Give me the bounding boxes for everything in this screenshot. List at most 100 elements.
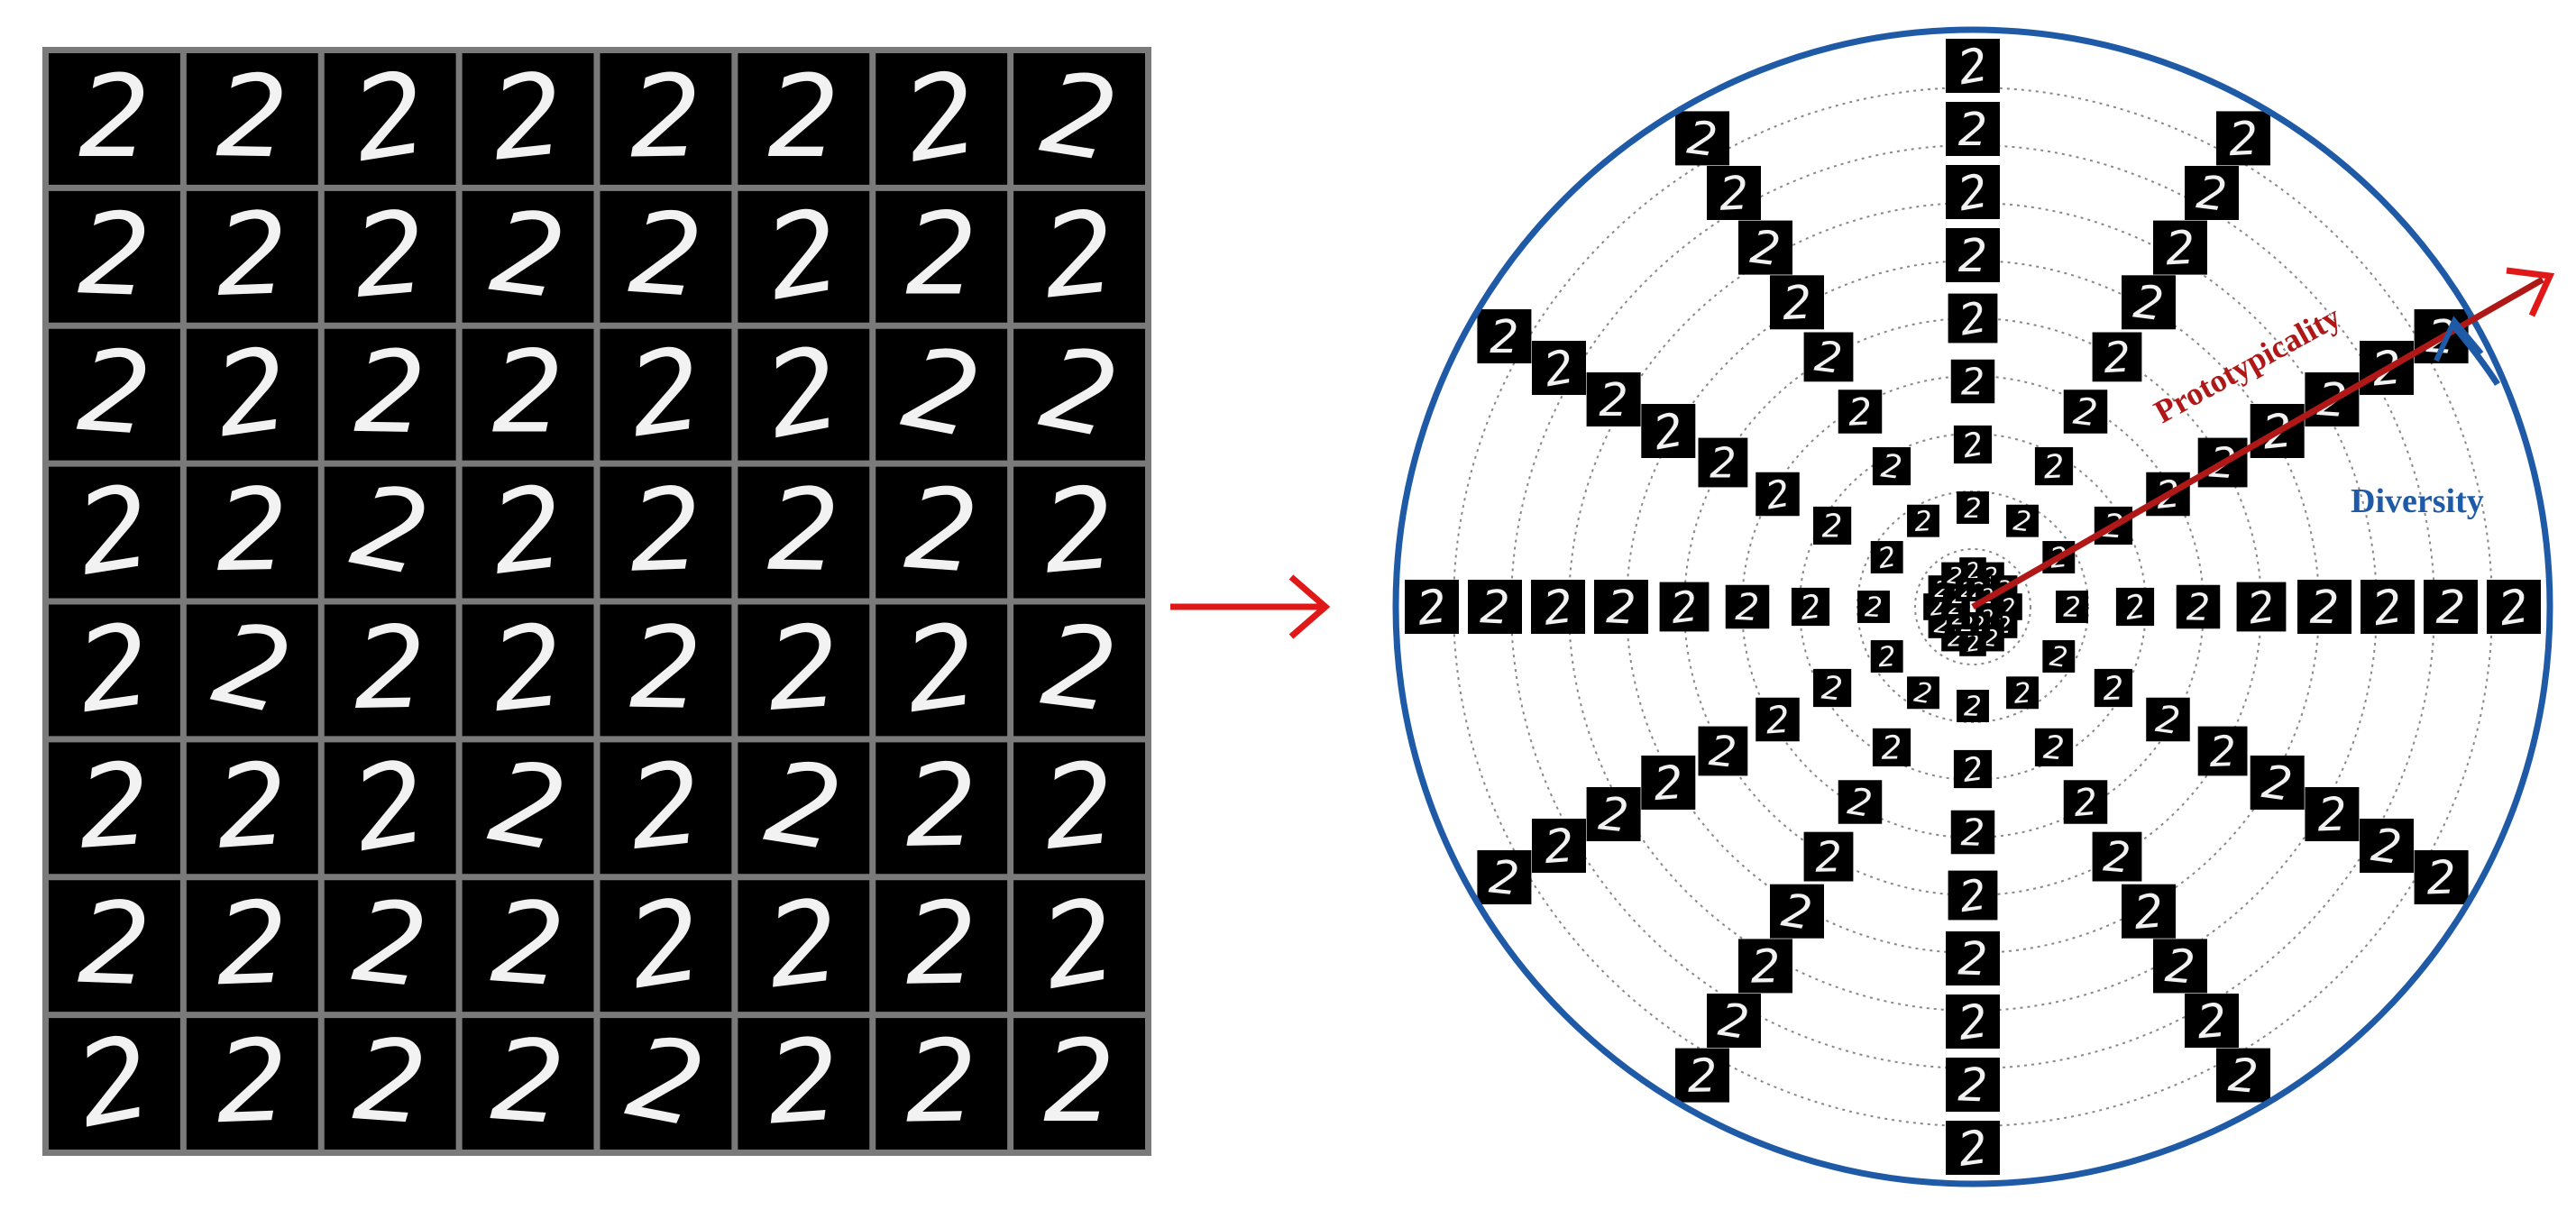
spoke-digit: 2 xyxy=(1948,870,1998,921)
spoke-digit-glyph: 2 xyxy=(1820,670,1844,709)
grid-cell: 2 xyxy=(600,187,732,323)
spoke-digit-glyph: 2 xyxy=(2103,670,2124,708)
spoke-digit-tile xyxy=(1946,165,2000,219)
grid-cell-tile xyxy=(738,604,870,737)
spoke-digit: 2 xyxy=(1946,994,2000,1051)
grid-cell-glyph: 2 xyxy=(78,51,151,183)
spoke-digit-tile xyxy=(2424,580,2478,634)
grid-cell: 2 xyxy=(186,50,318,185)
grid-cell-tile xyxy=(186,880,318,1013)
spoke-digit-tile xyxy=(1791,587,1830,627)
spoke-digit: 2 xyxy=(1870,640,1903,674)
grid-cell: 2 xyxy=(186,738,318,875)
spoke-digit: 2 xyxy=(1675,111,1729,168)
grid-cell: 2 xyxy=(600,463,732,599)
grid-cell-tile xyxy=(600,742,732,875)
grid-cell-glyph: 2 xyxy=(901,463,982,599)
spoke-digit: 2 xyxy=(1813,506,1852,545)
spoke-digit-glyph: 2 xyxy=(1718,167,1749,222)
grid-cell-glyph: 2 xyxy=(628,463,704,598)
spoke-digit-glyph: 2 xyxy=(1781,276,1812,331)
grid-cell-tile xyxy=(186,1018,318,1150)
spoke-digit-glyph: 2 xyxy=(1747,221,1783,278)
spoke-digit: 2 xyxy=(2185,166,2239,223)
grid-cell-glyph: 2 xyxy=(904,739,978,872)
grid-cell: 2 xyxy=(738,51,870,185)
spoke-digit-glyph: 2 xyxy=(1877,641,1897,674)
spoke-digit-glyph: 2 xyxy=(2435,582,2465,636)
spoke-digit-tile xyxy=(1641,404,1696,458)
spoke-digit: 2 xyxy=(2034,446,2074,486)
grid-cell-tile xyxy=(1013,604,1145,737)
diversity-label: Diversity xyxy=(2351,482,2484,520)
spoke-digit-tile xyxy=(1477,850,1532,904)
grid-cell-glyph: 2 xyxy=(214,877,290,1012)
grid-cell-tile xyxy=(324,604,456,737)
grid-cell-glyph: 2 xyxy=(488,1013,569,1150)
grid-cell: 2 xyxy=(186,877,318,1013)
grid-cell-tile xyxy=(738,742,870,875)
grid-cell: 2 xyxy=(738,464,870,599)
grid-cell-glyph: 2 xyxy=(214,1015,290,1150)
grid-cell: 2 xyxy=(600,874,732,1014)
spoke-digit-tile xyxy=(2122,884,2176,939)
grid-cell: 2 xyxy=(49,188,180,323)
spoke-digit-tile xyxy=(2146,697,2190,742)
spoke-digit: 2 xyxy=(2297,580,2351,635)
spoke-digit-tile xyxy=(1948,870,1998,921)
grid-cell-tile xyxy=(49,604,180,737)
grid-cell: 2 xyxy=(49,460,180,601)
spoke-digit-glyph: 2 xyxy=(1881,729,1902,766)
spoke-digit: 2 xyxy=(2176,584,2221,629)
grid-cell-tile xyxy=(49,466,180,599)
spoke-digit: 2 xyxy=(1641,404,1696,461)
spoke-digit-tile xyxy=(1946,39,2000,93)
grid-cell-tile xyxy=(186,604,318,737)
grid-cell: 2 xyxy=(462,461,594,600)
spoke-digit-glyph: 2 xyxy=(1815,832,1843,882)
grid-cell-tile xyxy=(462,880,594,1013)
grid-cell-tile xyxy=(600,880,732,1013)
spoke-digit-glyph: 2 xyxy=(2226,1049,2260,1104)
grid-cell-tile xyxy=(324,328,456,461)
grid-cell-tile xyxy=(186,53,318,185)
grid-cell-glyph: 2 xyxy=(763,600,844,737)
spoke-digit-glyph: 2 xyxy=(1812,332,1845,383)
spoke-digit-glyph: 2 xyxy=(2012,677,2032,710)
spoke-digit: 2 xyxy=(1532,819,1586,875)
grid-cell-glyph: 2 xyxy=(1043,1016,1115,1148)
spoke-digit-glyph: 2 xyxy=(1960,750,1985,790)
spoke-digit-tile xyxy=(1946,102,2000,156)
spoke-digit-tile xyxy=(1957,690,1989,722)
spoke-digit-glyph: 2 xyxy=(1913,506,1932,538)
dotted-ring xyxy=(1856,490,2089,723)
spoke-digit-glyph: 2 xyxy=(2208,727,2237,776)
grid-cell: 2 xyxy=(738,875,870,1013)
grid-cell: 2 xyxy=(875,739,1008,875)
grid-cell-glyph: 2 xyxy=(214,188,290,322)
grid-cell: 2 xyxy=(600,1011,732,1153)
spoke-digit: 2 xyxy=(1477,309,1532,364)
grid-cell: 2 xyxy=(49,1011,180,1153)
spoke-digit-tile xyxy=(1870,541,1903,573)
spoke-digit: 2 xyxy=(2487,580,2541,637)
grid-cell-tile xyxy=(738,190,870,323)
spoke-digit: 2 xyxy=(1907,504,1939,538)
spoke-digit: 2 xyxy=(2414,850,2469,906)
spoke-digit: 2 xyxy=(1641,756,1696,811)
grid-cell-tile xyxy=(49,190,180,323)
spoke-digit-glyph: 2 xyxy=(1414,580,1449,637)
grid-cell-glyph: 2 xyxy=(215,464,289,597)
spoke-digit-tile xyxy=(2216,111,2270,166)
grid-cell-tile xyxy=(1013,880,1145,1013)
grid-cell-tile xyxy=(186,190,318,323)
grid-cell-tile xyxy=(875,53,1008,185)
spoke-digit-glyph: 2 xyxy=(1750,940,1780,994)
grid-cell-tile xyxy=(462,742,594,875)
spoke-digit-tile xyxy=(1838,390,1883,434)
spoke-digit-glyph: 2 xyxy=(1879,448,1904,487)
spoke-digit-glyph: 2 xyxy=(1540,580,1575,637)
spoke-digit: 2 xyxy=(2122,884,2176,940)
grid-cell: 2 xyxy=(462,600,594,738)
